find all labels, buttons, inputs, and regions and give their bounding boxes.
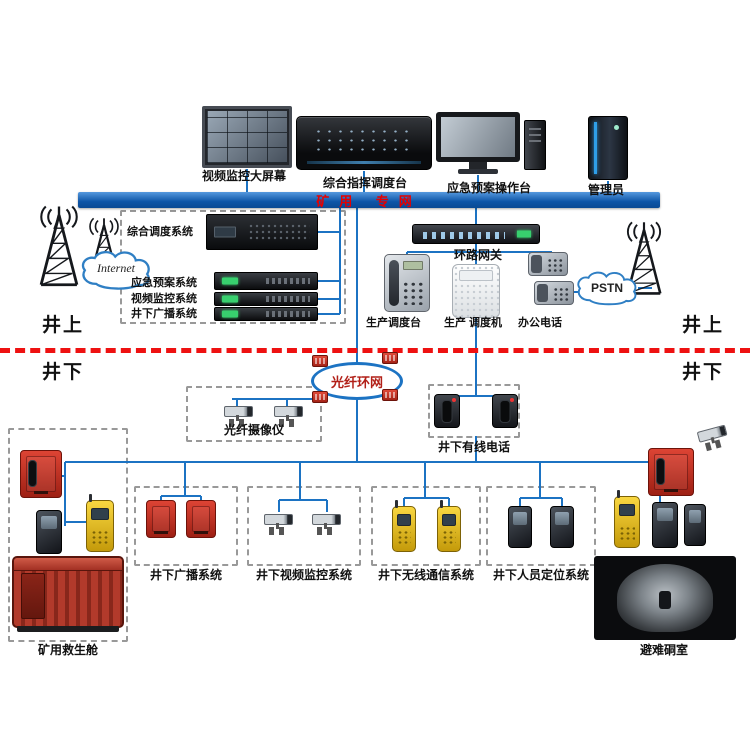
antenna-icon <box>89 494 92 502</box>
system-label-broadcast: 井下广播系统 <box>131 308 197 320</box>
rescue-capsule-label: 矿用救生舱 <box>37 643 98 657</box>
underground-camera-2-icon <box>312 512 342 530</box>
handset-icon <box>656 458 665 485</box>
antenna-icon <box>395 500 398 508</box>
mine-network-bar: 矿用 专网 <box>78 192 660 209</box>
capsule-handset <box>86 494 114 552</box>
admin-pc-tower <box>588 116 628 180</box>
video-system-box <box>247 486 361 566</box>
rescue-capsule-photo <box>12 556 124 632</box>
fiber-camera-box <box>186 386 322 442</box>
production-console-label: 生产调度台 <box>366 317 421 329</box>
dispatch-system-rack <box>206 214 318 250</box>
underground-broadcast-label: 井下广播系统 <box>149 568 222 582</box>
broadcast-unit-2 <box>186 500 216 538</box>
wired-phone-box <box>428 384 520 438</box>
surface-underground-divider <box>0 348 750 353</box>
rescue-capsule-box <box>8 428 128 642</box>
fiber-ring-label: 光纤环网 <box>330 374 383 390</box>
production-switch-label: 生产 调度机 <box>444 317 503 329</box>
refuge-positioning-device-1 <box>652 502 678 548</box>
system-label-dispatch: 综合调度系统 <box>127 226 193 238</box>
antenna-icon <box>440 500 443 508</box>
ring-switch-1 <box>312 355 328 367</box>
handset-icon <box>28 460 37 487</box>
office-phone-1 <box>528 252 568 276</box>
ring-switch-4 <box>382 389 398 401</box>
positioning-device-2 <box>550 506 574 548</box>
positioning-device-1 <box>508 506 532 548</box>
wireless-handset-2 <box>437 500 461 552</box>
underground-positioning-label: 井下人员定位系统 <box>492 568 589 582</box>
office-phone-2 <box>534 281 574 305</box>
video-wall-screen <box>202 106 292 168</box>
broadcast-unit-1 <box>146 500 176 538</box>
production-dispatch-phone <box>384 254 430 312</box>
capsule-positioning-device <box>36 510 62 554</box>
refuge-chamber-photo <box>594 556 736 640</box>
underground-wireless-label: 井下无线通信系统 <box>377 568 474 582</box>
blue-wire-path <box>56 169 661 540</box>
refuge-intercom <box>648 448 694 496</box>
capsule-door <box>21 573 45 619</box>
underground-label-right: 井下 <box>682 362 725 383</box>
underground-label-left: 井下 <box>42 362 85 383</box>
phone-screen <box>403 261 423 270</box>
admin-label: 管理员 <box>587 183 624 197</box>
wireless-handset-1 <box>392 500 416 552</box>
underground-phone-1 <box>434 394 460 428</box>
monitor-base <box>458 169 498 174</box>
system-label-video: 视频监控系统 <box>131 293 197 305</box>
capsule-intercom <box>20 450 62 498</box>
video-wall-label: 视频监控大屏幕 <box>201 169 286 183</box>
pstn-label: PSTN <box>590 281 623 295</box>
emergency-console-label: 应急预案操作台 <box>446 181 531 195</box>
underground-camera-1-icon <box>264 512 294 530</box>
fiber-camera-1-icon <box>224 404 254 422</box>
office-phone-label: 办公电话 <box>518 317 562 329</box>
antenna-icon <box>617 490 620 498</box>
emergency-system-rack <box>214 272 318 290</box>
ring-gateway <box>412 224 540 244</box>
refuge-positioning-device-2 <box>684 504 706 546</box>
gateway-label: 环路网关 <box>453 248 502 262</box>
ring-switch-3 <box>312 391 328 403</box>
ring-switch-2 <box>382 352 398 364</box>
video-system-rack <box>214 292 318 306</box>
command-dispatch-console <box>296 116 432 170</box>
internet-label: Internet <box>97 261 135 275</box>
emergency-console-tower <box>524 120 546 170</box>
internet-cloud-icon <box>81 251 150 290</box>
mine-network-bar-label: 矿用 专网 <box>316 193 422 209</box>
wired-phone-label: 井下有线电话 <box>437 440 510 454</box>
underground-video-label: 井下视频监控系统 <box>255 568 352 582</box>
command-console-label: 综合指挥调度台 <box>322 176 407 190</box>
broadcast-system-rack <box>214 307 318 321</box>
pstn-cloud-icon <box>577 271 637 306</box>
refuge-handset <box>614 490 640 548</box>
surface-label-right: 井上 <box>682 315 725 336</box>
underground-phone-2 <box>492 394 518 428</box>
refuge-chamber-label: 避难硐室 <box>639 643 688 657</box>
fiber-camera-2-icon <box>274 404 304 422</box>
fiber-camera-label: 光纤摄像仪 <box>223 423 284 437</box>
emergency-console-monitor <box>436 112 520 162</box>
production-dispatch-switch <box>452 264 500 318</box>
monitor-neck <box>469 162 487 169</box>
system-label-emergency: 应急预案系统 <box>131 277 197 289</box>
surface-label-left: 井上 <box>42 315 85 336</box>
